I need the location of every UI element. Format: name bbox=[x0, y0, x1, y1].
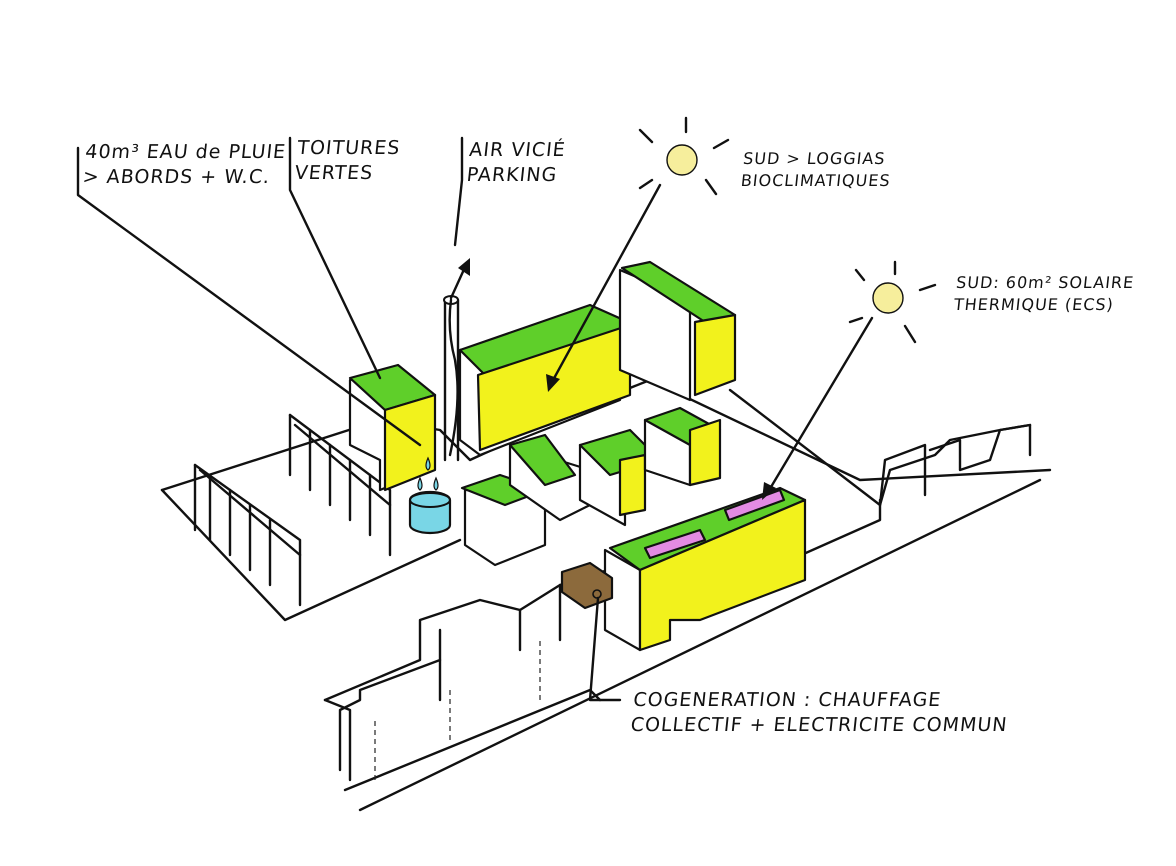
parking-exhaust bbox=[443, 258, 470, 462]
parking-air-label-line-2: PARKING bbox=[465, 164, 559, 186]
pergola-left bbox=[193, 463, 302, 607]
loggias-label: SUD > LOGGIAS BIOCLIMATIQUES bbox=[740, 148, 894, 192]
cogeneration-label-line-1: COGENERATION : CHAUFFAGE bbox=[632, 689, 943, 711]
rainwater-label: 40m³ EAU de PLUIE > ABORDS + W.C. bbox=[81, 140, 288, 190]
building-small-2 bbox=[508, 433, 592, 522]
building-solar bbox=[603, 486, 807, 652]
building-a bbox=[348, 363, 437, 492]
rainwater-label-line-1: 40m³ EAU de PLUIE bbox=[84, 141, 288, 163]
loggias-label-line-1: SUD > LOGGIAS bbox=[742, 149, 887, 168]
sun-icon-2 bbox=[848, 260, 937, 344]
green-roofs-label-line-2: VERTES bbox=[293, 162, 375, 184]
parking-air-label: AIR VICIÉ PARKING bbox=[465, 138, 567, 188]
green-roofs-label-line-1: TOITURES bbox=[296, 137, 402, 159]
sun-icon bbox=[638, 116, 730, 196]
leader-lines bbox=[76, 136, 874, 702]
cogeneration-unit bbox=[560, 561, 614, 610]
building-central bbox=[458, 303, 637, 457]
loggias-label-line-2: BIOCLIMATIQUES bbox=[739, 171, 892, 190]
cogeneration-label-line-2: COLLECTIF + ELECTRICITE COMMUN bbox=[629, 714, 1009, 736]
right-buildings bbox=[878, 423, 1032, 507]
green-roofs-label: TOITURES VERTES bbox=[293, 136, 402, 186]
building-tall bbox=[618, 260, 737, 402]
cogeneration-label: COGENERATION : CHAUFFAGE COLLECTIF + ELE… bbox=[629, 688, 1011, 738]
solar-label: SUD: 60m² SOLAIRE THERMIQUE (ECS) bbox=[953, 272, 1136, 316]
solar-label-line-2: THERMIQUE (ECS) bbox=[952, 295, 1115, 314]
parking-air-label-line-1: AIR VICIÉ bbox=[468, 139, 567, 161]
building-small-4 bbox=[643, 406, 722, 487]
rainwater-tank bbox=[408, 456, 452, 535]
solar-label-line-1: SUD: 60m² SOLAIRE bbox=[955, 273, 1136, 292]
rainwater-label-line-2: > ABORDS + W.C. bbox=[81, 166, 272, 188]
pergola-right bbox=[288, 413, 392, 557]
building-small-3 bbox=[578, 428, 662, 527]
